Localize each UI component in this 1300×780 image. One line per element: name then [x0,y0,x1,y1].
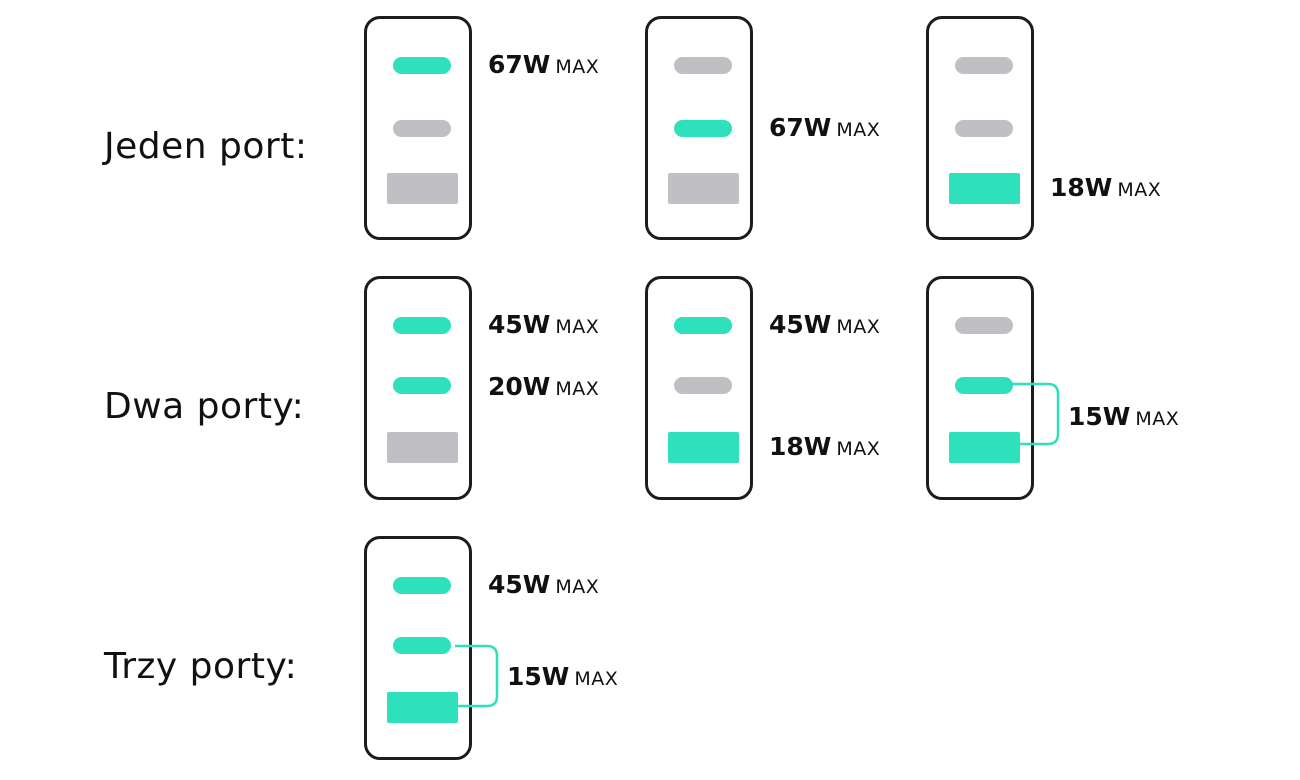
charger-diagram-1-1 [364,16,472,240]
charger-diagram-2-1 [364,276,472,500]
usb-a-port-inactive [387,173,458,204]
usb-c1-port-active [393,577,451,594]
row-label-trzy-porty: Trzy porty: [104,646,298,687]
usb-a-port-inactive [668,173,739,204]
usb-c1-port-active [393,57,451,74]
usb-a-port-active [949,173,1020,204]
usb-c2-port-active [393,637,451,654]
charger-diagram-1-2 [645,16,753,240]
usb-c1-port-inactive [955,57,1013,74]
charger-diagram-3-1 [364,536,472,760]
row-label-jeden-port: Jeden port: [104,126,308,167]
usb-c2-port-inactive [393,120,451,137]
row-label-dwa-porty: Dwa porty: [104,386,305,427]
usb-c2-port-active [393,377,451,394]
usb-c1-port-active [393,317,451,334]
usb-c2-port-inactive [674,377,732,394]
usb-c2-port-active [955,377,1013,394]
usb-a-port-active [387,692,458,723]
usb-c1-port-inactive [674,57,732,74]
usb-c2-port-inactive [955,120,1013,137]
usb-a-port-active [949,432,1020,463]
shared-output-bracket [455,644,499,708]
charger-diagram-1-3 [926,16,1034,240]
usb-c1-port-active [674,317,732,334]
charger-diagram-2-2 [645,276,753,500]
usb-c1-port-inactive [955,317,1013,334]
usb-a-port-inactive [387,432,458,463]
usb-c2-port-active [674,120,732,137]
usb-a-port-active [668,432,739,463]
charger-diagram-2-3 [926,276,1034,500]
shared-output-bracket [1012,382,1060,446]
